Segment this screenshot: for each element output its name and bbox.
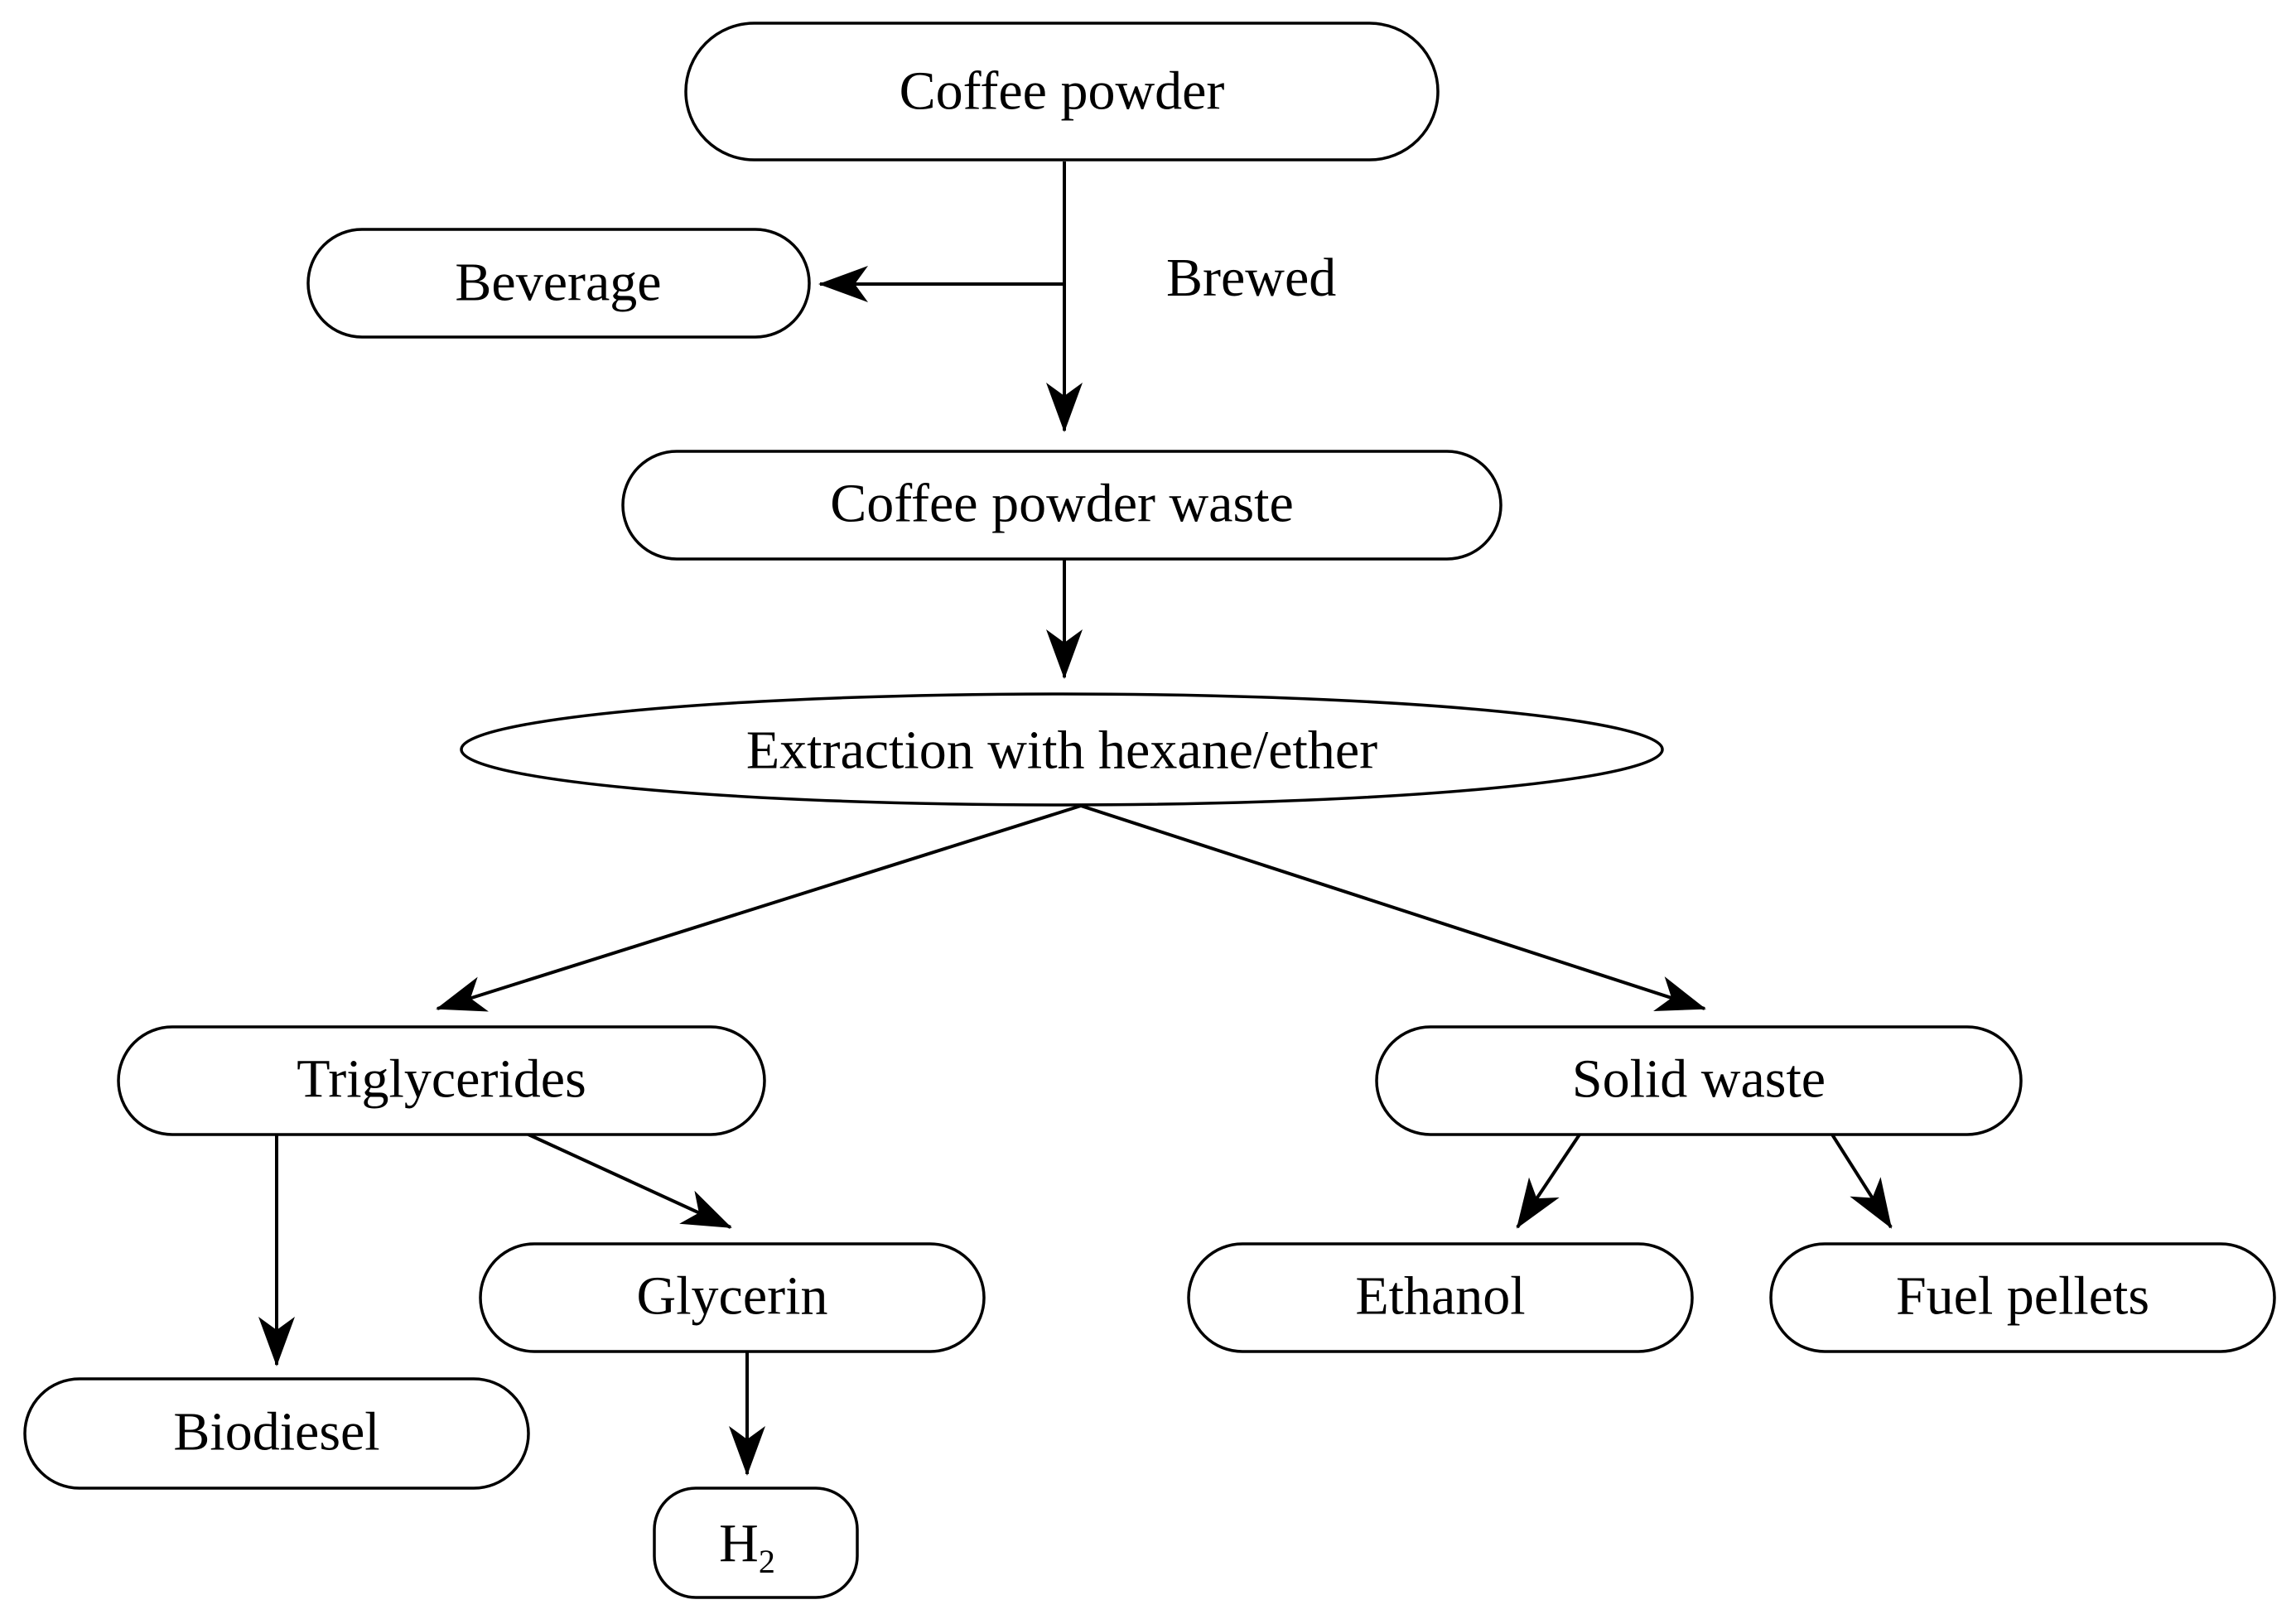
node-label-triglycerides: Triglycerides bbox=[297, 1049, 586, 1110]
node-label-coffee-powder-waste: Coffee powder waste bbox=[830, 474, 1294, 534]
node-h2: H2 bbox=[653, 1486, 859, 1599]
node-coffee-powder-waste: Coffee powder waste bbox=[621, 450, 1503, 561]
edge-triglycerides-to-glycerin bbox=[528, 1133, 732, 1229]
node-solid-waste: Solid waste bbox=[1375, 1025, 2023, 1136]
node-ethanol: Ethanol bbox=[1187, 1242, 1694, 1353]
edge-solid-waste-to-fuel-pellets bbox=[1831, 1133, 1893, 1229]
node-fuel-pellets: Fuel pellets bbox=[1769, 1242, 2276, 1353]
node-biodiesel: Biodiesel bbox=[23, 1377, 530, 1490]
node-label-biodiesel: Biodiesel bbox=[173, 1402, 379, 1462]
edge-solid-waste-to-ethanol bbox=[1516, 1133, 1581, 1229]
node-label-coffee-powder: Coffee powder bbox=[900, 61, 1225, 122]
h2-subscript: 2 bbox=[759, 1543, 775, 1580]
node-triglycerides: Triglycerides bbox=[117, 1025, 766, 1136]
node-label-extraction: Extraction with hexane/ether bbox=[746, 720, 1377, 781]
edge-extraction-to-solid-waste bbox=[1080, 804, 1706, 1011]
node-beverage: Beverage bbox=[306, 228, 811, 339]
node-extraction: Extraction with hexane/ether bbox=[460, 692, 1664, 807]
node-label-ethanol: Ethanol bbox=[1355, 1266, 1525, 1327]
node-label-glycerin: Glycerin bbox=[637, 1266, 828, 1327]
edge-label-brewed: Brewed bbox=[1166, 248, 1336, 308]
edges bbox=[258, 161, 1893, 1476]
node-label-beverage: Beverage bbox=[455, 253, 661, 313]
node-glycerin: Glycerin bbox=[479, 1242, 986, 1353]
node-coffee-powder: Coffee powder bbox=[684, 22, 1440, 161]
node-label-solid-waste: Solid waste bbox=[1572, 1049, 1826, 1110]
edge-extraction-to-triglycerides bbox=[436, 804, 1082, 1012]
h2-base: H bbox=[719, 1513, 759, 1573]
node-label-h2: H2 bbox=[719, 1513, 775, 1580]
node-label-fuel-pellets: Fuel pellets bbox=[1896, 1266, 2149, 1327]
